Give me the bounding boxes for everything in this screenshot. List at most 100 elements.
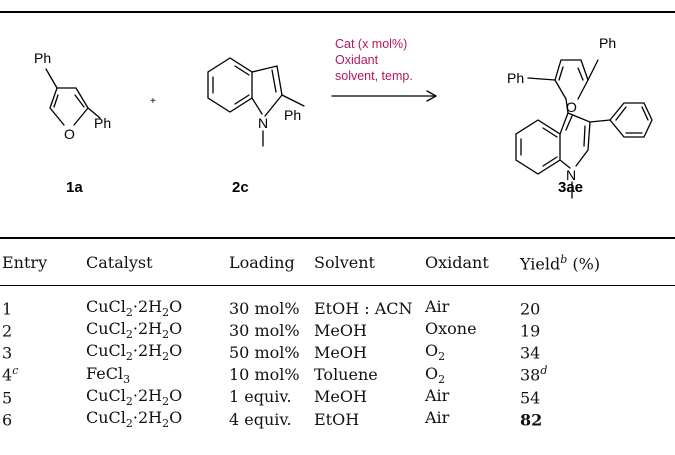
catalyst-hydrate-subscript: 2 <box>162 306 170 320</box>
table-header-row: Entry Catalyst Loading Solvent Oxidant Y… <box>0 253 675 287</box>
cell-entry: 5 <box>0 386 86 408</box>
header-catalyst: Catalyst <box>86 253 153 272</box>
catalyst-formula: CuCl <box>86 297 126 316</box>
cell-catalyst: CuCl2·2H2O <box>86 319 229 341</box>
cell-catalyst: CuCl2·2H2O <box>86 386 229 408</box>
catalyst-hydrate: ·2H <box>132 341 163 361</box>
cell-oxidant: Oxone <box>425 319 520 341</box>
cell-yield: 19 <box>520 319 675 341</box>
top-rule <box>0 11 675 13</box>
yield-value: 82 <box>520 410 543 430</box>
catalyst-hydrate: ·2H <box>132 385 163 405</box>
indole-2c-structure <box>207 57 305 147</box>
label-1a: 1a <box>66 179 83 196</box>
condition-catalyst: Cat (x mol%) <box>335 37 407 51</box>
optimization-table: Entry Catalyst Loading Solvent Oxidant Y… <box>0 253 675 430</box>
yield-footnote: d <box>540 364 548 378</box>
catalyst-formula: CuCl <box>86 385 126 405</box>
cell-loading: 30 mol% <box>229 298 300 318</box>
catalyst-tail: O <box>169 407 183 427</box>
cell-oxidant: Air <box>425 408 520 430</box>
header-yield-unit: (%) <box>567 254 601 274</box>
mid-rule <box>0 237 675 239</box>
cell-entry: 1 <box>0 287 86 319</box>
catalyst-subscript: 2 <box>125 417 133 431</box>
header-yield-text: Yield <box>520 254 561 274</box>
cell-solvent: MeOH <box>314 342 367 362</box>
table-row: 1 CuCl2·2H2O 30 mol% EtOH : ACN Air 20 <box>0 287 675 319</box>
cell-entry: 3 <box>0 341 86 363</box>
cell-catalyst: FeCl3 <box>86 364 229 386</box>
catalyst-subscript: 2 <box>125 328 133 342</box>
yield-value: 20 <box>520 299 541 319</box>
table-row: 3 CuCl2·2H2O 50 mol% MeOH O2 34 <box>0 341 675 363</box>
oxidant-text: Air <box>425 407 450 427</box>
catalyst-formula: CuCl <box>86 319 126 339</box>
product-3ae-structure <box>515 59 653 199</box>
cell-yield: 34 <box>520 341 675 363</box>
cell-oxidant: Air <box>425 386 520 408</box>
catalyst-tail: O <box>169 385 183 405</box>
condition-solvent: solvent, temp. <box>335 69 413 83</box>
reaction-arrow <box>331 90 437 102</box>
cell-loading: 10 mol% <box>229 365 300 385</box>
product-nitrogen: N <box>566 167 576 183</box>
cell-yield: 38d <box>520 364 675 386</box>
plus-sign: + <box>150 96 156 107</box>
entry-number: 5 <box>2 388 13 407</box>
entry-number: 6 <box>2 410 13 430</box>
oxidant-text: O <box>425 363 439 383</box>
catalyst-subscript: 2 <box>125 394 133 408</box>
catalyst-hydrate-subscript: 2 <box>162 394 170 408</box>
product-oxygen: O <box>566 99 577 115</box>
cell-entry: 4c <box>0 364 86 386</box>
furan-1a-structure <box>45 68 101 126</box>
entry-number: 2 <box>2 321 13 341</box>
yield-value: 54 <box>520 388 541 407</box>
header-oxidant: Oxidant <box>425 253 489 272</box>
cell-catalyst: CuCl2·2H2O <box>86 287 229 319</box>
table-row: 4c FeCl3 10 mol% Toluene O2 38d <box>0 364 675 386</box>
cell-solvent: EtOH : ACN <box>314 298 413 318</box>
label-3ae: 3ae <box>558 179 583 196</box>
header-solvent: Solvent <box>314 253 375 272</box>
entry-number: 1 <box>2 299 13 319</box>
indole-nitrogen: N <box>258 115 268 131</box>
table-row: 2 CuCl2·2H2O 30 mol% MeOH Oxone 19 <box>0 319 675 341</box>
cell-oxidant: Air <box>425 287 520 319</box>
cell-solvent: Toluene <box>314 365 378 385</box>
catalyst-formula: CuCl <box>86 341 126 361</box>
catalyst-subscript: 3 <box>123 372 131 386</box>
furan-ph-top: Ph <box>34 50 51 66</box>
oxidant-subscript: 2 <box>438 350 446 364</box>
oxidant-text: Air <box>425 297 450 316</box>
indole-ph: Ph <box>284 107 301 123</box>
catalyst-formula: CuCl <box>86 407 126 427</box>
cell-catalyst: CuCl2·2H2O <box>86 341 229 363</box>
yield-value: 34 <box>520 343 541 363</box>
header-rule <box>0 285 675 286</box>
header-yield-footnote: b <box>560 253 568 266</box>
yield-value: 19 <box>520 321 541 341</box>
oxidant-text: Air <box>425 385 450 405</box>
reaction-scheme: Ph Ph O + Ph N Cat (x mol%) Oxidant solv… <box>34 35 653 199</box>
header-loading: Loading <box>229 253 295 272</box>
label-2c: 2c <box>232 179 249 196</box>
table-row: 5 CuCl2·2H2O 1 equiv. MeOH Air 54 <box>0 386 675 408</box>
catalyst-tail: O <box>169 341 183 361</box>
entry-number: 4 <box>2 365 13 385</box>
catalyst-subscript: 2 <box>125 306 133 320</box>
yield-value: 38 <box>520 365 541 385</box>
furan-oxygen: O <box>64 126 75 142</box>
header-entry: Entry <box>2 253 48 272</box>
catalyst-hydrate: ·2H <box>132 319 163 339</box>
furan-ph-right: Ph <box>94 115 111 131</box>
cell-solvent: MeOH <box>314 387 367 407</box>
cell-loading: 1 equiv. <box>229 387 292 407</box>
cell-loading: 4 equiv. <box>229 409 292 429</box>
oxidant-subscript: 2 <box>438 372 446 386</box>
product-ph-top: Ph <box>599 35 616 51</box>
product-ph-left: Ph <box>507 70 524 86</box>
table-row: 6 CuCl2·2H2O 4 equiv. EtOH Air 82 <box>0 408 675 430</box>
